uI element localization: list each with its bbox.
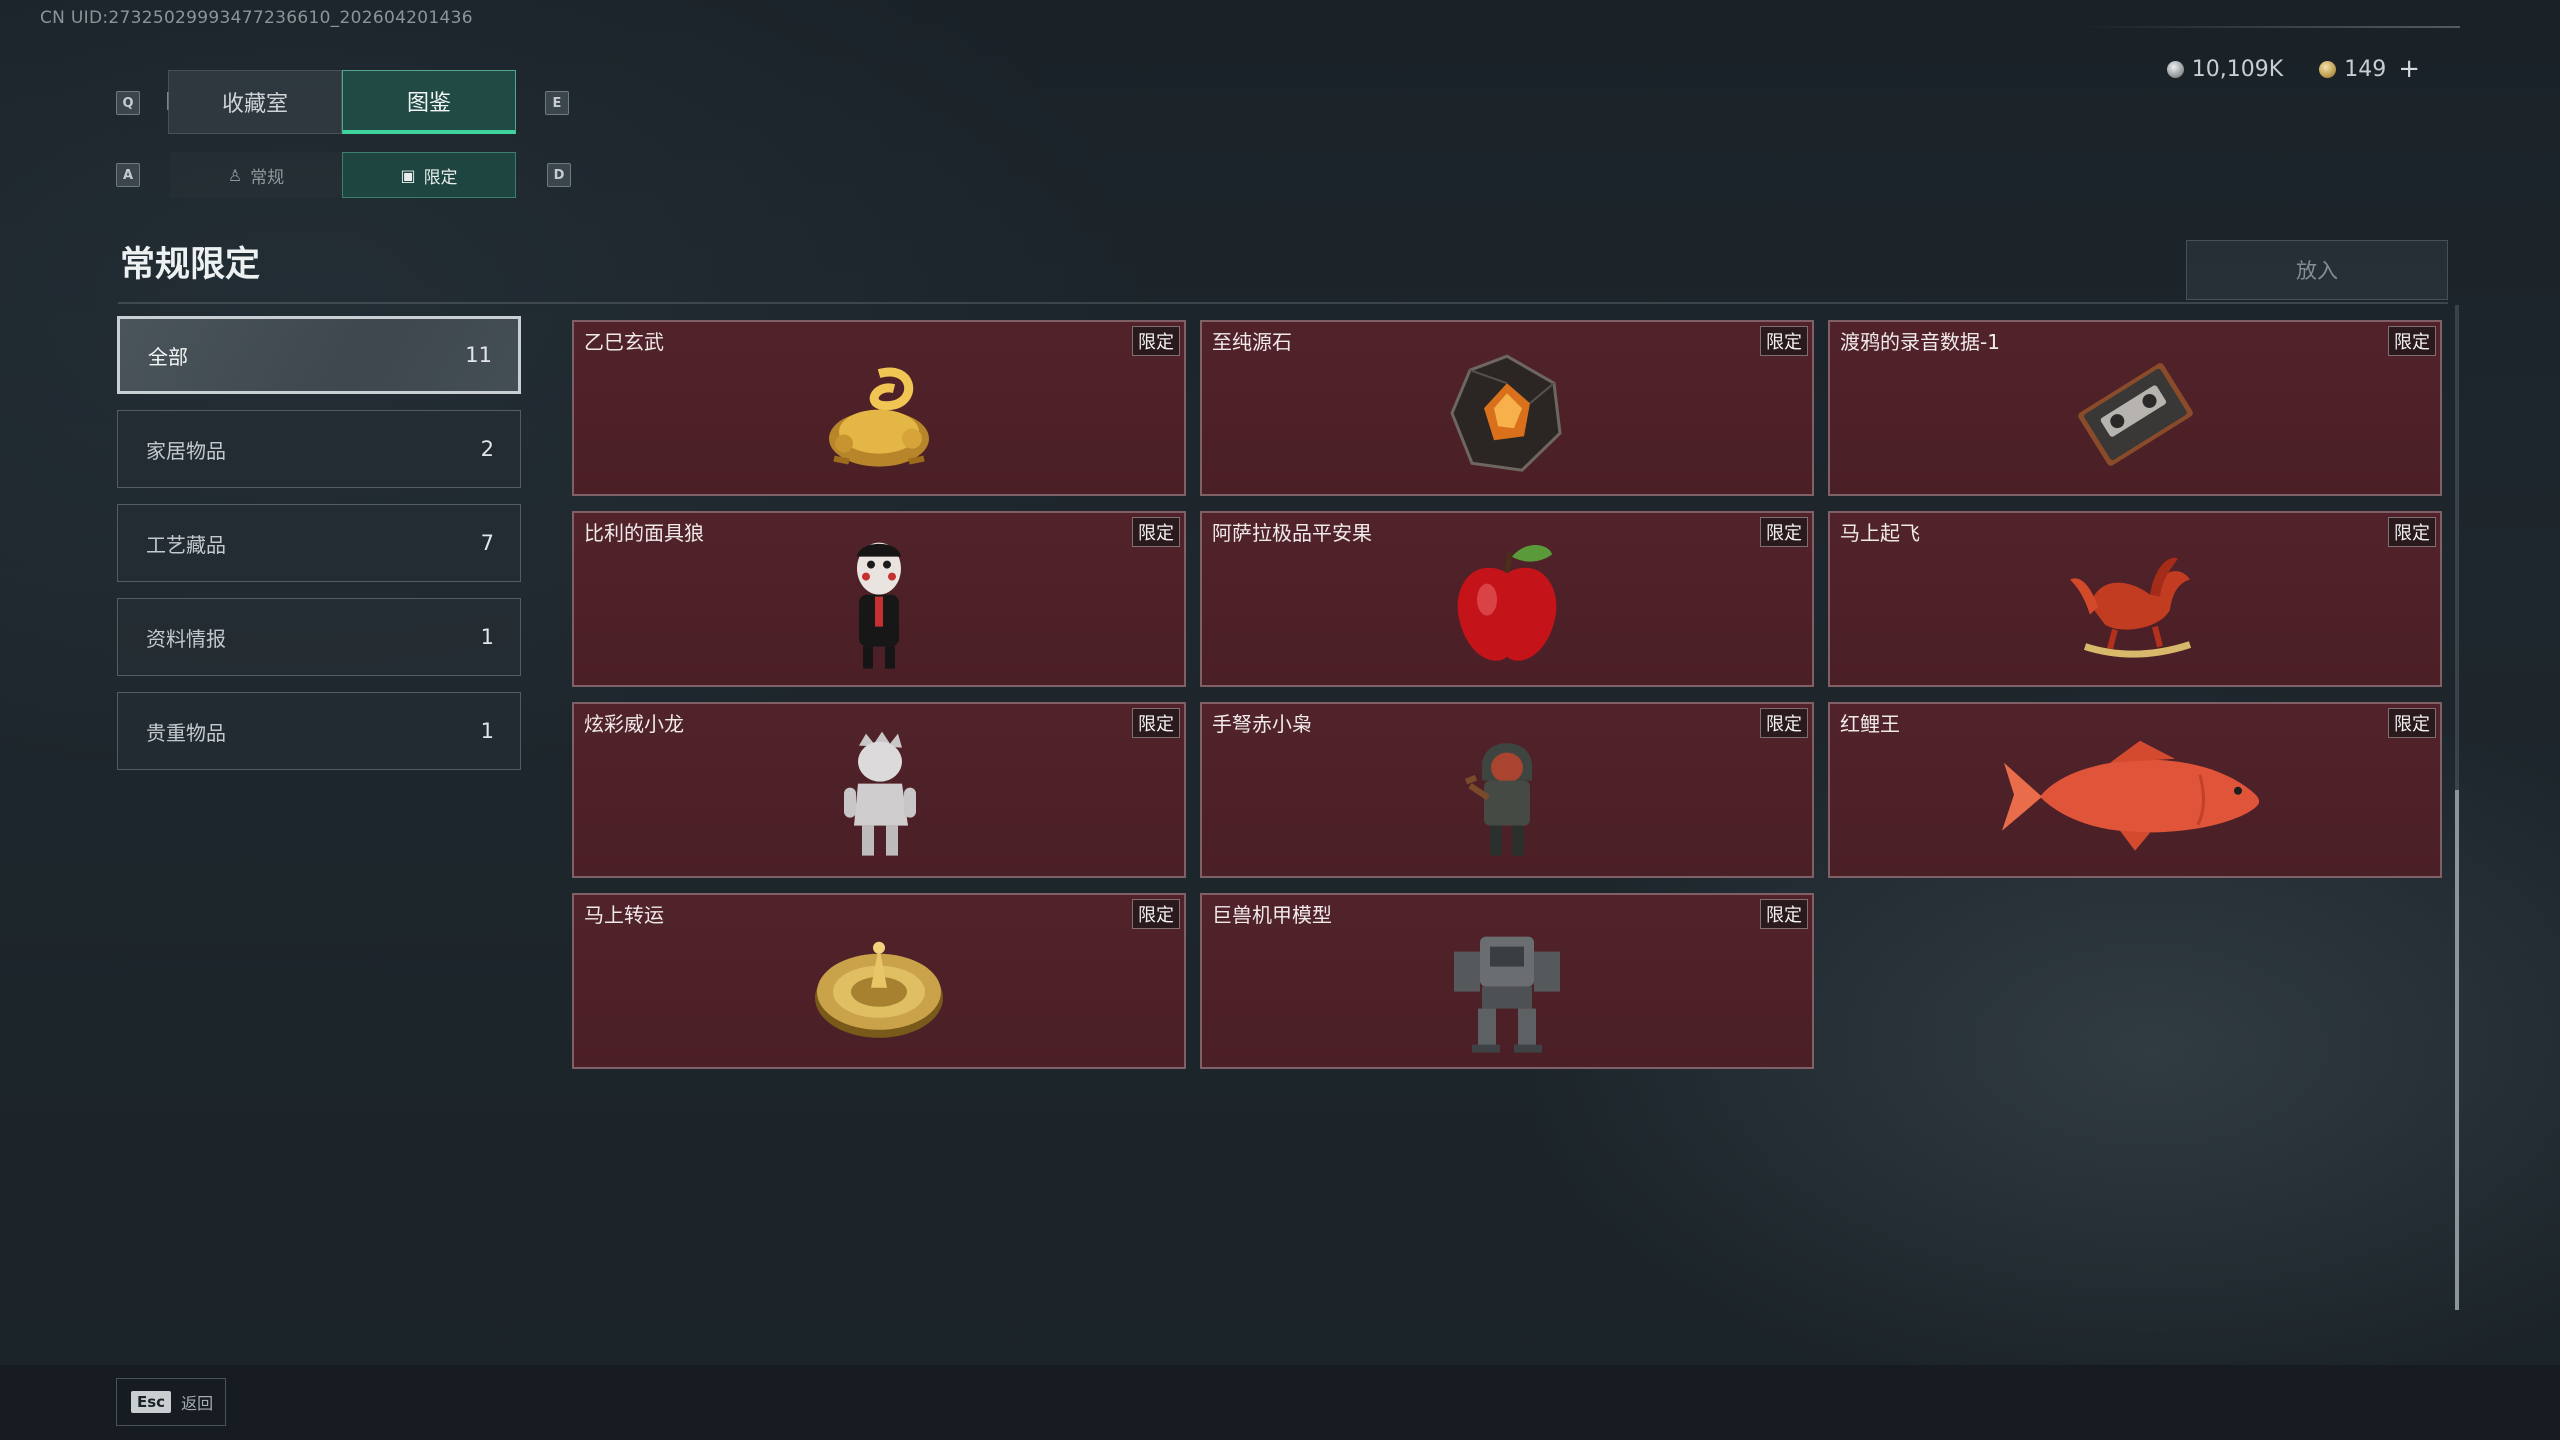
limited-tag: 限定: [1132, 517, 1180, 547]
scrollbar-thumb[interactable]: [2455, 790, 2459, 1310]
currency-bar: 10,109K 149 +: [2166, 54, 2420, 84]
silver-amount: 10,109K: [2191, 56, 2284, 82]
mech-model-icon: [1454, 936, 1560, 1053]
tab-codex[interactable]: 图鉴: [342, 70, 516, 134]
gold-amount: 149: [2344, 56, 2387, 82]
gold-currency[interactable]: 149 +: [2319, 54, 2420, 84]
item-card[interactable]: 乙巳玄武 限定: [572, 320, 1186, 496]
limited-tag: 限定: [1132, 326, 1180, 356]
category-craft[interactable]: 工艺藏品 7: [117, 504, 521, 582]
limited-tag: 限定: [1132, 899, 1180, 929]
key-hint-d: D: [547, 163, 571, 187]
limited-tag: 限定: [2388, 708, 2436, 738]
page-title: 常规限定: [120, 245, 261, 285]
back-button[interactable]: Esc 返回: [116, 1378, 226, 1426]
limited-tag: 限定: [2388, 326, 2436, 356]
item-card[interactable]: 比利的面具狼 限定: [572, 511, 1186, 687]
esc-key-icon: Esc: [131, 1391, 172, 1413]
cassette-tape-icon: [2078, 363, 2193, 466]
add-currency-icon[interactable]: +: [2398, 54, 2420, 84]
uid-label: CN UID:27325029993477236610_202604201436: [40, 8, 473, 28]
category-count: 7: [480, 531, 494, 555]
item-name: 马上转运: [584, 903, 664, 927]
item-grid: 乙巳玄武 限定 至纯源石 限定 渡鸦的录音数据-1 限定: [572, 320, 2442, 1069]
silver-coin-icon: [2166, 60, 2184, 78]
gold-coin-icon: [2319, 60, 2337, 78]
golden-wheel-icon: [815, 941, 943, 1038]
back-label: 返回: [181, 1394, 214, 1413]
item-name: 炫彩威小龙: [584, 712, 684, 736]
red-apple-icon: [1457, 545, 1557, 661]
figure-icon: ♙: [227, 165, 243, 185]
title-divider: [118, 302, 2448, 304]
item-card[interactable]: 至纯源石 限定: [1200, 320, 1814, 496]
limited-tag: 限定: [1132, 708, 1180, 738]
subtab-regular-label: 常规: [250, 167, 285, 188]
item-card[interactable]: 阿萨拉极品平安果 限定: [1200, 511, 1814, 687]
category-intel[interactable]: 资料情报 1: [117, 598, 521, 676]
sub-tab-bar: ♙ 常规 ▣ 限定: [170, 152, 516, 198]
tab-collection-room[interactable]: 收藏室: [168, 70, 342, 134]
main-tab-bar: 收藏室 图鉴: [168, 70, 516, 134]
category-count: 11: [465, 343, 492, 367]
category-count: 1: [480, 625, 494, 649]
category-label: 工艺藏品: [146, 532, 226, 557]
item-name: 阿萨拉极品平安果: [1212, 521, 1372, 545]
subtab-limited-label: 限定: [423, 167, 458, 188]
item-card[interactable]: 手弩赤小枭 限定: [1200, 702, 1814, 878]
key-hint-e: E: [545, 91, 569, 115]
item-name: 比利的面具狼: [584, 521, 704, 545]
limited-tag: 限定: [1760, 708, 1808, 738]
category-count: 1: [480, 719, 494, 743]
item-name: 手弩赤小枭: [1212, 712, 1312, 736]
item-card[interactable]: 马上转运 限定: [572, 893, 1186, 1069]
top-decor-line: [2080, 26, 2460, 28]
picture-icon: ▣: [400, 165, 416, 185]
key-hint-a: A: [116, 163, 140, 187]
golden-dragon-turtle-icon: [829, 367, 929, 467]
red-carp-icon: [2002, 740, 2260, 851]
category-all[interactable]: 全部 11: [117, 316, 521, 394]
puppet-mask-icon: [857, 542, 901, 669]
category-valuables[interactable]: 贵重物品 1: [117, 692, 521, 770]
category-label: 贵重物品: [146, 720, 226, 745]
silver-currency: 10,109K: [2166, 56, 2284, 82]
item-card[interactable]: 红鲤王 限定: [1828, 702, 2442, 878]
category-label: 资料情报: [146, 626, 226, 651]
crystal-stone-icon: [1450, 354, 1562, 472]
bottom-bar: [0, 1365, 2560, 1440]
item-name: 渡鸦的录音数据-1: [1840, 330, 2000, 354]
key-hint-q: Q: [116, 91, 140, 115]
limited-tag: 限定: [1760, 899, 1808, 929]
item-name: 至纯源石: [1212, 330, 1292, 354]
put-in-button[interactable]: 放入: [2186, 240, 2448, 300]
item-name: 乙巳玄武: [584, 330, 664, 354]
red-horse-icon: [2070, 557, 2192, 658]
category-label: 全部: [148, 344, 188, 369]
limited-tag: 限定: [2388, 517, 2436, 547]
item-card[interactable]: 渡鸦的录音数据-1 限定: [1828, 320, 2442, 496]
subtab-limited[interactable]: ▣ 限定: [342, 152, 516, 198]
item-name: 巨兽机甲模型: [1212, 903, 1332, 927]
limited-tag: 限定: [1760, 517, 1808, 547]
category-label: 家居物品: [146, 438, 226, 463]
subtab-regular[interactable]: ♙ 常规: [170, 152, 342, 198]
item-card[interactable]: 炫彩威小龙 限定: [572, 702, 1186, 878]
item-name: 马上起飞: [1840, 521, 1920, 545]
item-name: 红鲤王: [1840, 712, 1900, 736]
category-count: 2: [480, 437, 494, 461]
white-figurine-icon: [844, 731, 916, 856]
category-list: 全部 11 家居物品 2 工艺藏品 7 资料情报 1 贵重物品 1: [117, 316, 521, 786]
category-home[interactable]: 家居物品 2: [117, 410, 521, 488]
hooded-figure-icon: [1464, 743, 1532, 856]
item-card[interactable]: 巨兽机甲模型 限定: [1200, 893, 1814, 1069]
limited-tag: 限定: [1760, 326, 1808, 356]
item-card[interactable]: 马上起飞 限定: [1828, 511, 2442, 687]
